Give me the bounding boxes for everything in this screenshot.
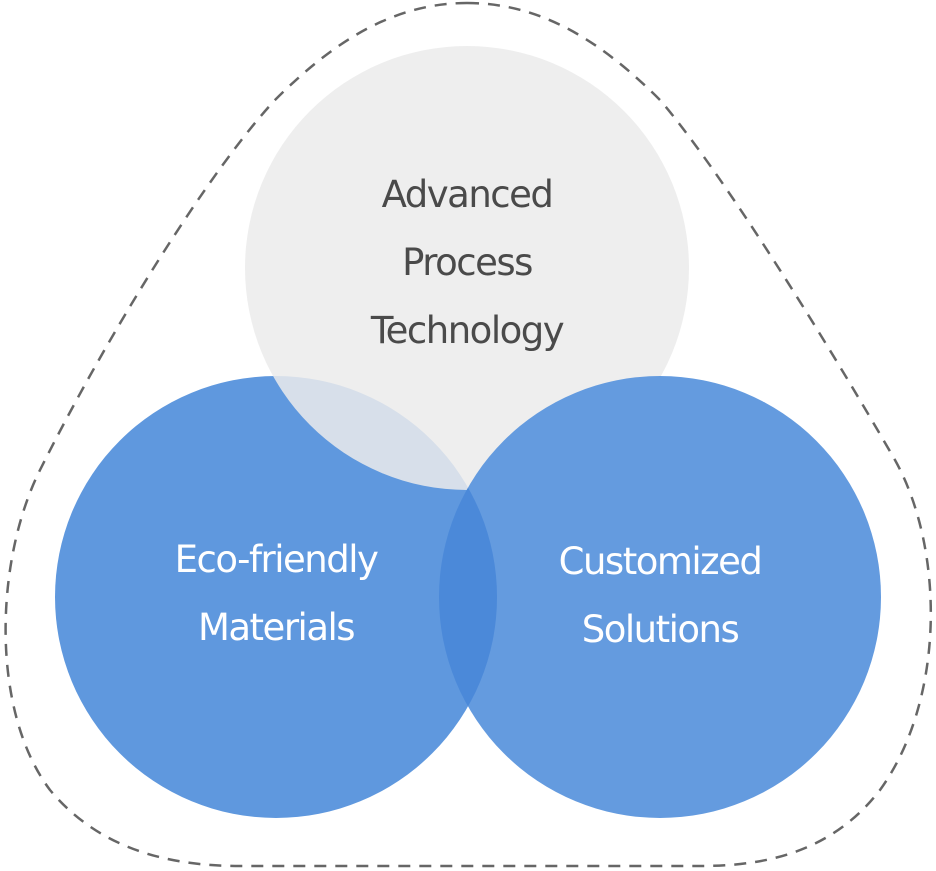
label-line: Advanced	[381, 173, 554, 216]
label-left: Eco-friendly Materials	[76, 526, 476, 662]
label-line: Eco-friendly	[174, 538, 379, 581]
label-line: Solutions	[581, 608, 740, 651]
dashed-outline	[4, 1, 933, 868]
label-line: Process	[402, 241, 533, 284]
label-line: Customized	[558, 540, 763, 583]
label-right: Customized Solutions	[460, 528, 860, 664]
circle-top	[245, 46, 689, 490]
circle-right	[439, 376, 881, 818]
label-top: Advanced Process Technology	[267, 161, 667, 365]
label-line: Technology	[370, 309, 565, 352]
label-line: Materials	[197, 606, 356, 649]
circle-left	[55, 376, 497, 818]
